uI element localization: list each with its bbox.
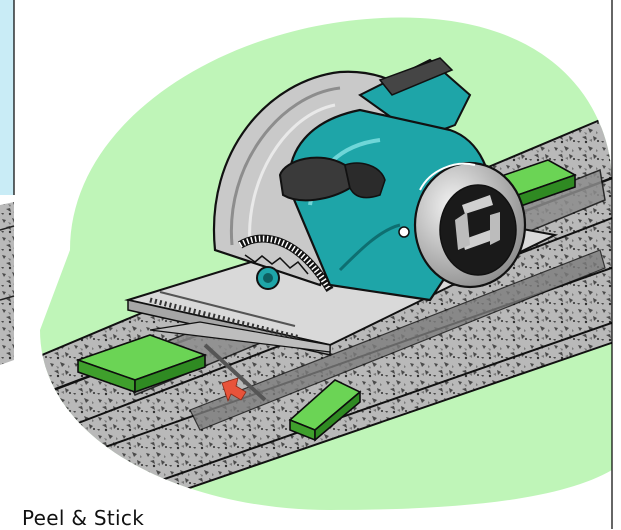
caption: Peel & Stick — [22, 506, 144, 530]
left-panel — [0, 0, 14, 365]
